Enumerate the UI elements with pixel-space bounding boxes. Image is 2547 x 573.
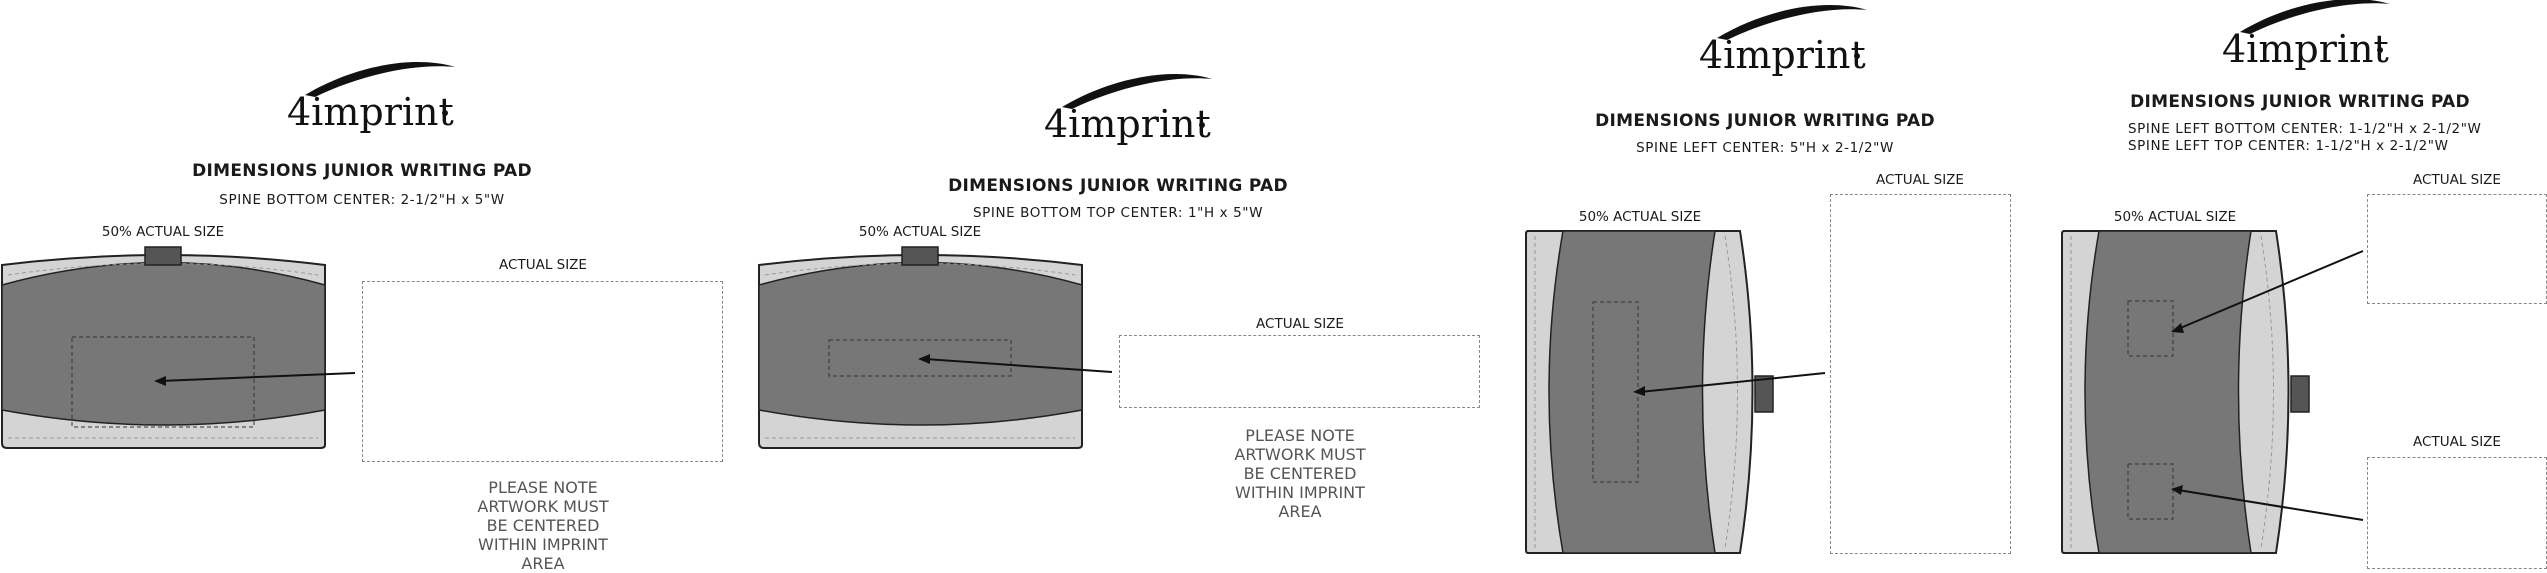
panel-1-actual-label: ACTUAL SIZE (499, 257, 587, 273)
panel-3-title: DIMENSIONS JUNIOR WRITING PAD (1595, 111, 1935, 131)
panel-1-imprint-area (362, 281, 723, 462)
logo-text: 4imprint (1699, 33, 1866, 77)
panel-2-title: DIMENSIONS JUNIOR WRITING PAD (948, 176, 1288, 196)
panel-1-note: PLEASE NOTE ARTWORK MUST BE CENTERED WIT… (477, 478, 609, 573)
panel-4-title: DIMENSIONS JUNIOR WRITING PAD (2130, 92, 2470, 112)
brand-logo: 4imprint (2200, 0, 2400, 72)
panel-1-spine: SPINE BOTTOM CENTER: 2-1/2"H x 5"W (219, 192, 505, 208)
brand-logo: 4imprint (1022, 67, 1222, 147)
panel-3-scale-label: 50% ACTUAL SIZE (1578, 209, 1702, 225)
logo-text: 4imprint (287, 90, 454, 134)
panel-3-spine: SPINE LEFT CENTER: 5"H x 2-1/2"W (1636, 140, 1894, 156)
panel-1-pad-illustration (1, 246, 326, 449)
panel-4-spine-2: SPINE LEFT TOP CENTER: 1-1/2"H x 2-1/2"W (2128, 138, 2449, 154)
panel-3-actual-label: ACTUAL SIZE (1876, 172, 1964, 188)
panel-2-pad-illustration (758, 246, 1083, 449)
panel-4-actual-label-bottom: ACTUAL SIZE (2413, 434, 2501, 450)
panel-4-imprint-area-bottom (2367, 457, 2547, 569)
panel-2-spine: SPINE BOTTOM TOP CENTER: 1"H x 5"W (972, 205, 1264, 221)
panel-1-scale-label: 50% ACTUAL SIZE (101, 224, 225, 240)
panel-4-scale-label: 50% ACTUAL SIZE (2113, 209, 2237, 225)
panel-3-imprint-area (1830, 194, 2011, 554)
panel-2-imprint-area (1119, 335, 1480, 408)
panel-2-scale-label: 50% ACTUAL SIZE (858, 224, 982, 240)
panel-4-pad-illustration (2061, 230, 2310, 554)
logo-text: 4imprint (2222, 27, 2389, 71)
panel-1-title: DIMENSIONS JUNIOR WRITING PAD (192, 161, 532, 181)
brand-logo: 4imprint (265, 55, 465, 135)
panel-2-actual-label: ACTUAL SIZE (1256, 316, 1344, 332)
brand-logo: 4imprint (1677, 0, 1877, 78)
logo-text: 4imprint (1044, 102, 1211, 146)
panel-2-note: PLEASE NOTE ARTWORK MUST BE CENTERED WIT… (1234, 426, 1366, 521)
panel-4-spine-1: SPINE LEFT BOTTOM CENTER: 1-1/2"H x 2-1/… (2128, 121, 2482, 137)
panel-4-actual-label-top: ACTUAL SIZE (2413, 172, 2501, 188)
